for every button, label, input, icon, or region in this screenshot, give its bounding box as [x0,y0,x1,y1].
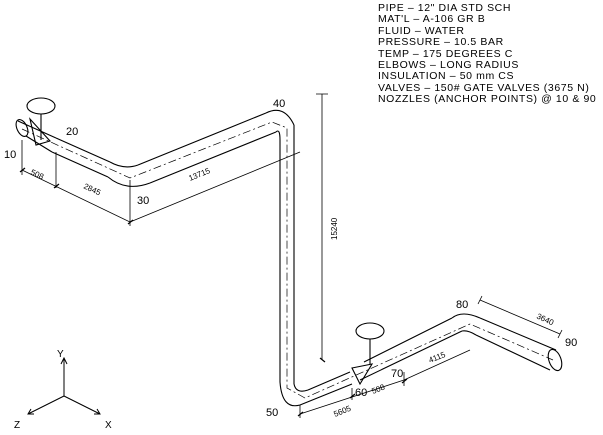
note-pipe: PIPE – 12" DIA STD SCH [378,3,512,14]
dim-2845: 2845 [82,182,102,198]
nozzle-90-end [547,348,563,372]
general-notes: PIPE – 12" DIA STD SCH MAT'L – A-106 GR … [378,3,603,106]
node-20-label: 20 [66,126,78,138]
segment-40-50 [279,125,295,384]
nozzle-10-end [15,119,29,137]
node-50-label: 50 [266,407,278,419]
segment-20-30 [51,137,111,178]
note-valves: VALVES – 150# GATE VALVES (3675 N) [378,81,590,94]
axis-triad [27,356,101,415]
node-40-label: 40 [273,98,285,110]
dim-4115: 4115 [427,350,447,365]
node-30-label: 30 [137,195,149,207]
segment-80-90 [475,317,557,371]
x-axis-line [63,395,101,415]
node-70-label: 70 [391,368,403,380]
dimension-lines [21,93,563,418]
dimension-ticks [19,167,408,417]
dim-508-top: 508 [29,168,45,182]
note-pressure: PRESSURE – 10.5 BAR [378,36,504,49]
dim-508-bottom: 508 [370,382,386,396]
elbow-80 [451,313,481,336]
z-axis-line [27,395,65,415]
note-nozzles: NOZZLES (ANCHOR POINTS) @ 10 & 90 [378,93,597,106]
node-90-label: 90 [565,337,577,349]
note-fluid: FLUID – WATER [378,24,465,37]
valve-70-body [351,363,374,386]
segment-50-60 [299,371,353,406]
node-10-label: 10 [4,149,16,161]
note-insulation: INSULATION – 50 mm CS [378,70,515,83]
valve-handwheels [26,97,385,364]
note-material: MAT'L – A-106 GR B [378,13,486,26]
note-temperature: TEMP – 175 DEGREES C [378,47,513,60]
node-60-label: 60 [355,387,367,399]
axis-labels: Y Z X [14,349,112,431]
valve-handwheel-70 [355,322,385,340]
node-80-label: 80 [456,299,468,311]
x-axis-label: X [105,420,112,431]
dimension-labels: 508 2845 13715 15240 5605 508 4115 3640 [29,166,555,419]
note-elbows: ELBOWS – LONG RADIUS [378,59,519,72]
segment-70-80 [359,317,463,381]
node-labels: 10 20 30 40 50 60 70 80 90 [4,98,577,419]
segment-30-40 [137,112,277,184]
valve-20-body [28,117,52,146]
elbow-40 [265,109,295,141]
dim-15240: 15240 [330,217,339,240]
elbow-50 [279,381,309,407]
pipe-run [15,109,563,407]
z-axis-label: Z [14,420,20,431]
y-axis-line [60,356,68,396]
valve-handwheel-20 [26,97,56,115]
elbow-30 [107,161,151,187]
dim-3640: 3640 [535,312,555,328]
pipe-centerline [21,121,554,399]
dim-5605: 5605 [332,404,352,419]
dim-13715: 13715 [187,166,212,183]
y-axis-label: Y [57,349,64,360]
